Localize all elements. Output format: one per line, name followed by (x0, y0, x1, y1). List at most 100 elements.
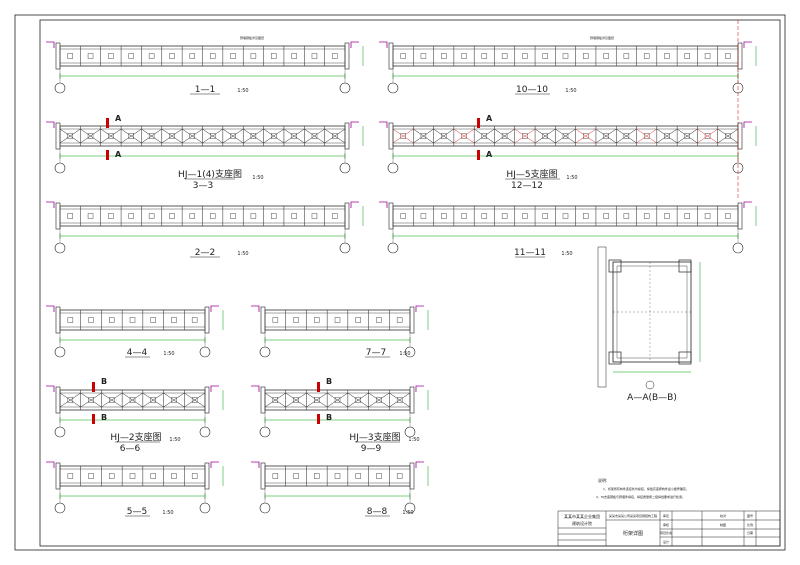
truss-scale: 1:50 (561, 251, 572, 257)
grid-mark (743, 201, 752, 208)
detail-label: A—A(B—B) (627, 393, 677, 403)
title-cell: 设计 (663, 539, 669, 544)
node-plate (376, 473, 382, 479)
node-plate (501, 213, 508, 219)
grid-mark (415, 305, 424, 312)
section-cut-mark (477, 118, 480, 128)
section-marker-letter: A (115, 114, 122, 123)
section-cut-mark (92, 382, 95, 392)
title-drawing: 桁架详图 (623, 530, 643, 537)
truss-elevation (46, 305, 224, 358)
truss-elevation (379, 121, 757, 174)
node-plate (623, 53, 630, 59)
node-plate (461, 133, 467, 139)
section-cut-mark (317, 414, 320, 424)
end-plate (388, 202, 394, 230)
truss-diagonal (80, 392, 102, 408)
node-plate (522, 133, 528, 139)
truss-scale: 1:50 (408, 437, 419, 443)
end-plate (388, 122, 394, 150)
end-plate (737, 202, 743, 230)
section-cut-mark (106, 118, 109, 128)
truss-diagonal (182, 128, 203, 144)
end-plate (55, 122, 61, 150)
callout-text: 预埋钢板详见图纸 (590, 35, 614, 40)
node-plate (376, 317, 382, 323)
node-plate (664, 133, 670, 139)
node-plate (684, 213, 690, 219)
axis-bubble (54, 426, 66, 438)
node-plate (314, 473, 320, 479)
truss-label: 10—10 (516, 85, 548, 95)
truss-label: HJ—2支座图 (110, 431, 161, 443)
title-cell: 审定 (663, 513, 669, 518)
node-plate (150, 317, 156, 323)
truss-elevation (46, 201, 364, 254)
node-plate (396, 397, 403, 403)
axis-bubble (54, 242, 66, 254)
node-plate (725, 53, 731, 59)
end-plate (55, 462, 61, 490)
truss-diagonal (453, 128, 475, 144)
truss-diagonal (120, 128, 142, 144)
section-marker-letter: B (101, 377, 107, 386)
truss-elevation (251, 461, 429, 514)
truss-diagonal (324, 128, 346, 144)
end-plate (388, 42, 394, 70)
truss-diagonal (304, 128, 325, 144)
truss-scale: 1:50 (163, 351, 174, 357)
truss-diagonal (100, 128, 122, 144)
node-plate (150, 473, 156, 479)
truss-diagonal (163, 392, 185, 408)
truss-diagonal (555, 128, 576, 144)
end-plate (260, 462, 266, 490)
end-plate (344, 122, 350, 150)
node-plate (314, 317, 320, 323)
truss-diagonal (285, 392, 307, 408)
truss-sublabel: 6—6 (120, 444, 141, 454)
node-plate (291, 133, 297, 139)
truss-diagonal (184, 392, 206, 408)
truss-elevation (251, 305, 429, 358)
node-plate (400, 133, 406, 139)
grid-mark (743, 41, 752, 48)
node-plate (209, 53, 216, 59)
node-plate (311, 213, 318, 219)
truss-diagonal (141, 128, 162, 144)
truss-diagonal (161, 128, 183, 144)
node-plate (189, 133, 196, 139)
truss-diagonal (283, 128, 305, 144)
node-plate (230, 133, 236, 139)
grid-mark (210, 461, 219, 468)
grid-mark (415, 385, 424, 392)
grid-mark (379, 41, 388, 48)
grid-mark (46, 41, 55, 48)
node-plate (522, 213, 528, 219)
title-company: 某某市某某企业集团 (564, 513, 600, 519)
node-plate (108, 133, 114, 139)
node-plate (501, 133, 508, 139)
truss-label: HJ—5支座图 (506, 168, 557, 180)
truss-diagonal (263, 128, 285, 144)
title-cell: 比例 (747, 522, 753, 527)
truss-diagonal (264, 392, 286, 408)
title-cell: 审核 (663, 522, 669, 527)
truss-scale: 1:50 (566, 175, 577, 181)
node-plate (148, 133, 155, 139)
axis-bubble (54, 346, 66, 358)
axis-bubble (54, 162, 66, 174)
node-plate (334, 317, 341, 323)
node-plate (704, 213, 711, 219)
node-plate (108, 213, 114, 219)
axis-bubble (54, 502, 66, 514)
grid-mark (46, 385, 55, 392)
axis-bubble (199, 502, 211, 514)
node-plate (67, 53, 73, 59)
node-plate (169, 213, 175, 219)
node-plate (129, 397, 136, 403)
grid-mark (46, 121, 55, 128)
node-plate (191, 397, 198, 403)
node-plate (562, 213, 569, 219)
truss-diagonal (392, 128, 414, 144)
node-plate (400, 53, 406, 59)
